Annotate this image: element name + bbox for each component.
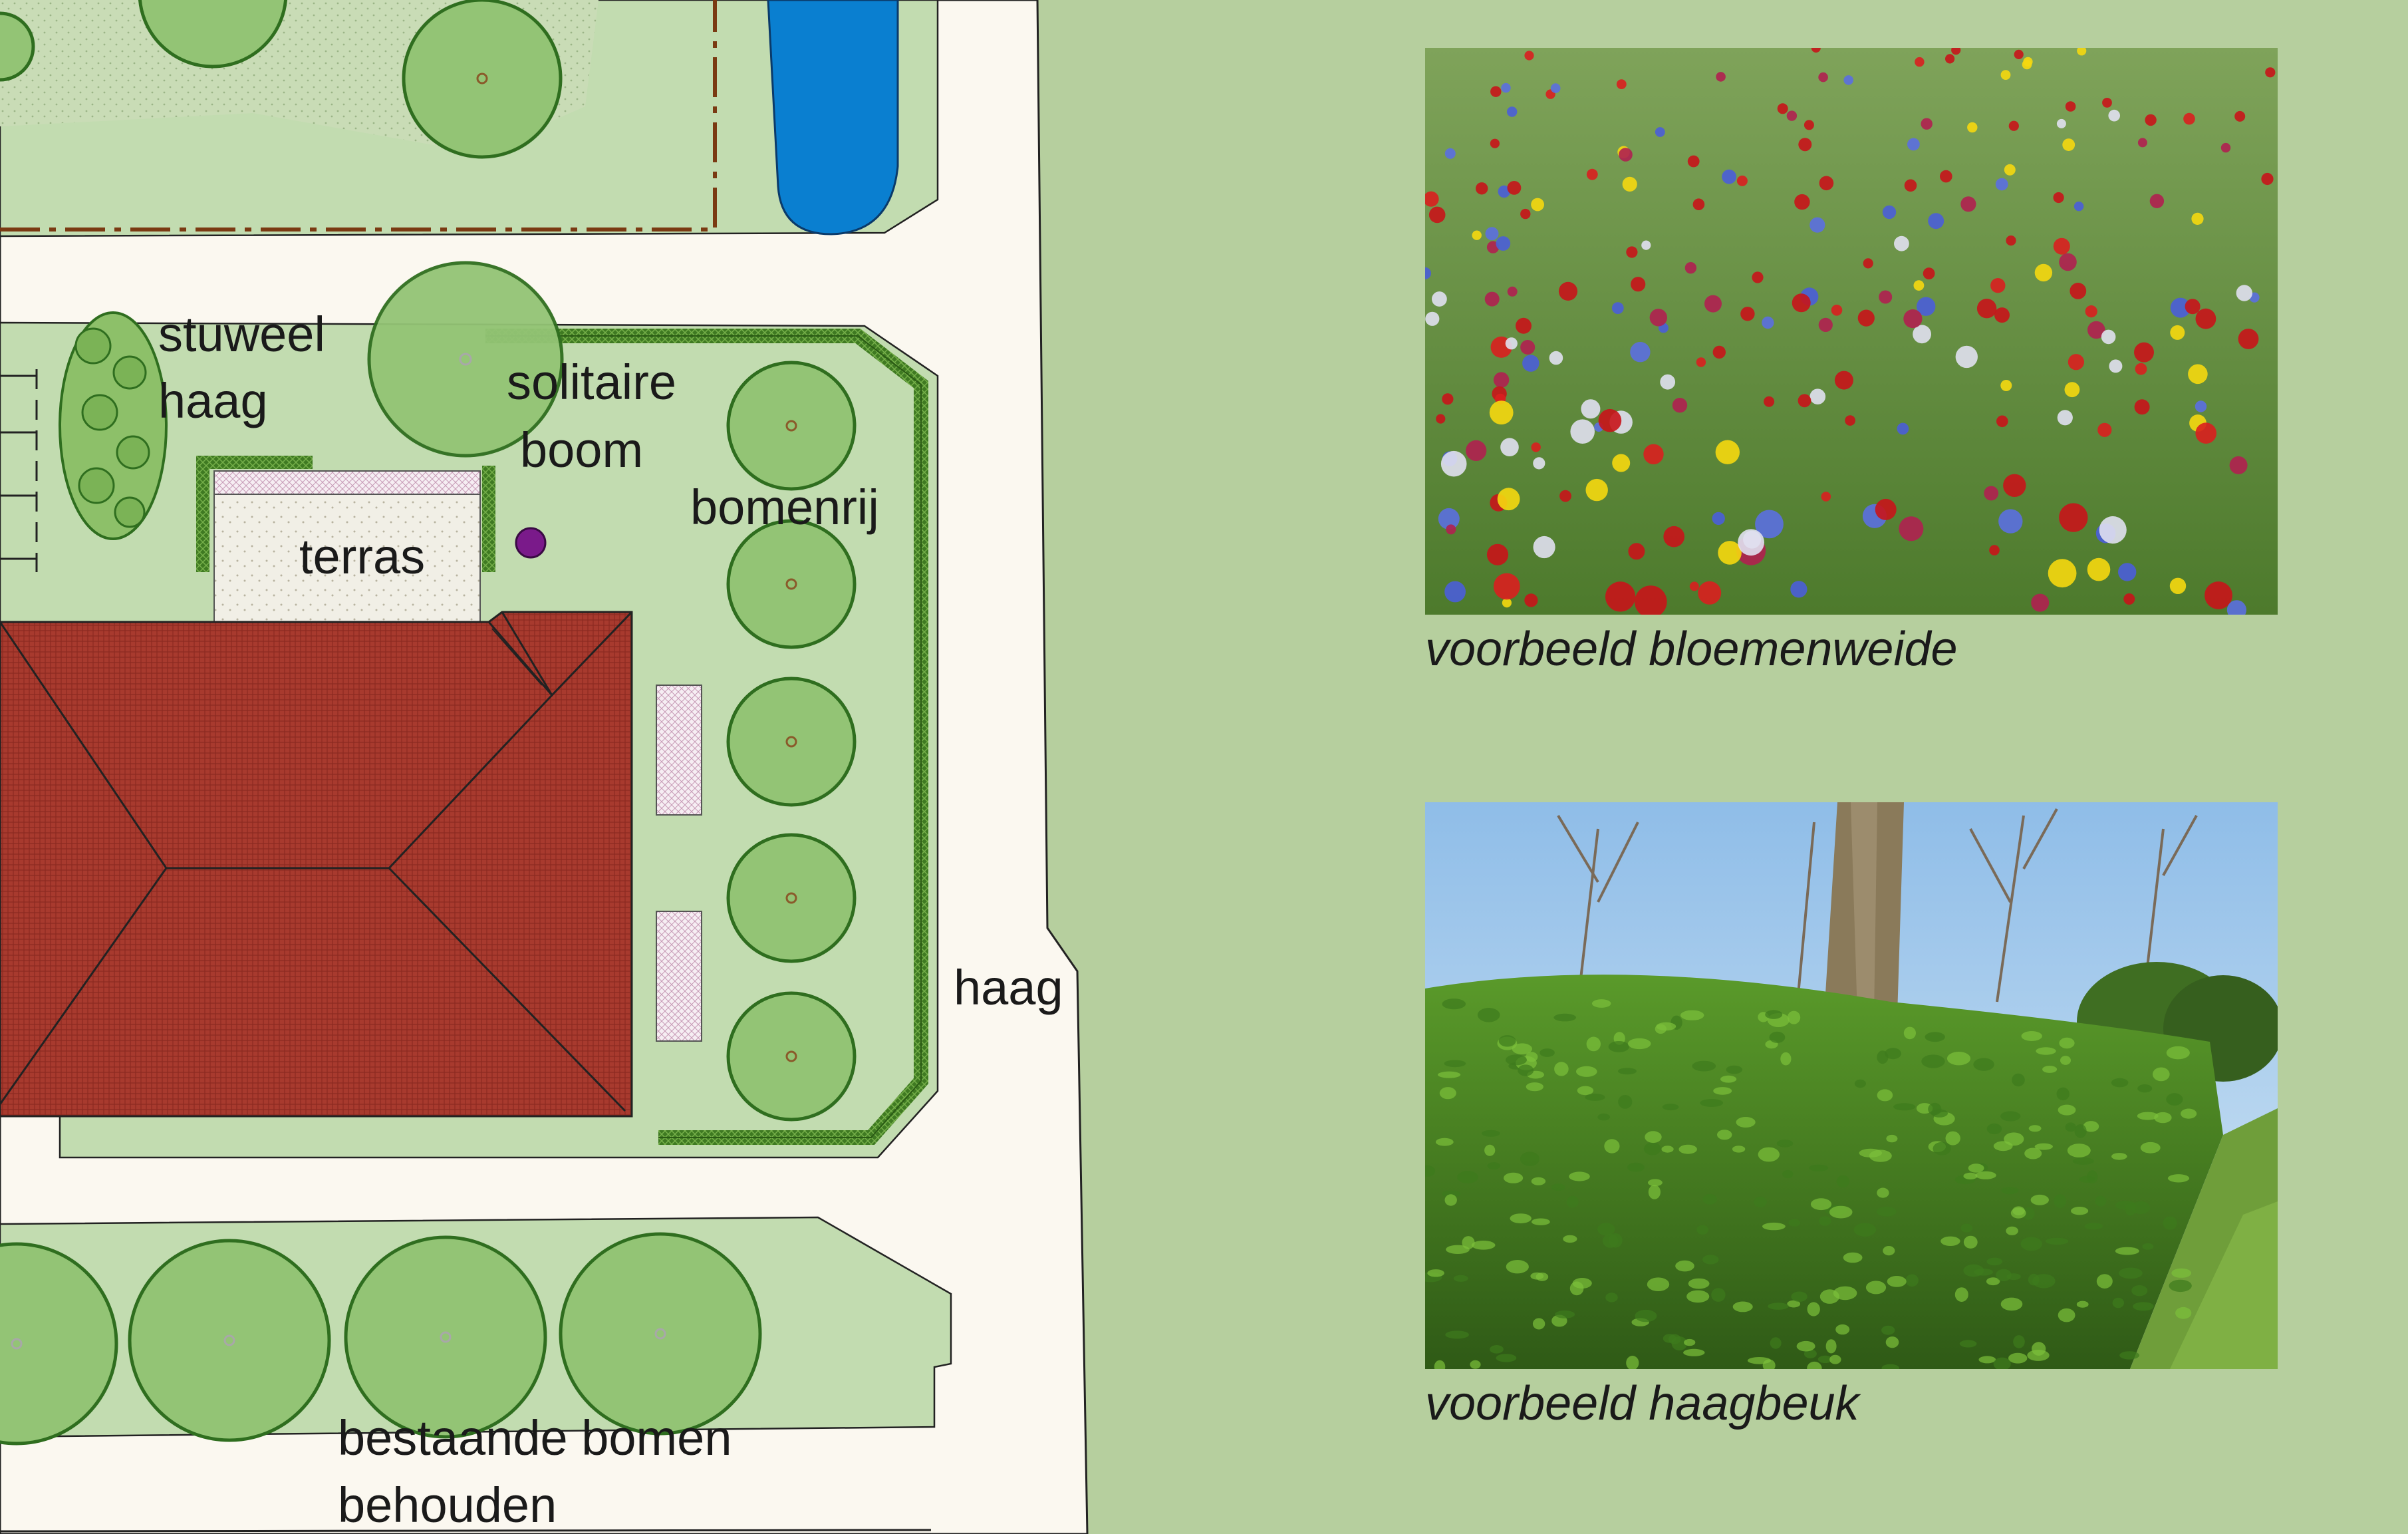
- bench-2: [656, 911, 702, 1042]
- tree-row: [726, 361, 857, 1122]
- terrace-edge: [213, 470, 481, 495]
- pond: [767, 0, 899, 235]
- site-plan: [0, 0, 1089, 1534]
- label-haag-left: haag: [158, 373, 268, 428]
- label-boom: boom: [520, 422, 644, 478]
- caption-flower-meadow: voorbeeld bloemenweide: [1425, 623, 1958, 676]
- bench-1: [656, 685, 702, 816]
- label-terras: terras: [299, 529, 426, 584]
- label-bestaande: bestaande bomen: [338, 1410, 732, 1465]
- caption-hornbeam-hedge: voorbeeld haagbeuk: [1425, 1377, 1859, 1430]
- property-line: [0, 0, 717, 231]
- existing-trees: [0, 1232, 762, 1446]
- terrace: [213, 494, 481, 628]
- house-roof: [0, 611, 633, 1118]
- label-stuweel: stuweel: [158, 307, 325, 362]
- accent-point: [515, 527, 547, 559]
- stuweel-hedge: [59, 311, 168, 540]
- terrace-hedge: [196, 456, 313, 572]
- solitaire-tree: [367, 261, 564, 458]
- photo-hornbeam-hedge: [1425, 802, 2278, 1369]
- label-solitaire: solitaire: [507, 355, 676, 410]
- label-behouden: behouden: [338, 1477, 557, 1533]
- label-haag-right: haag: [954, 960, 1063, 1015]
- label-bomenrij: bomenrij: [690, 480, 879, 535]
- photo-flower-meadow: [1425, 48, 2278, 615]
- top-trees: [0, 0, 563, 159]
